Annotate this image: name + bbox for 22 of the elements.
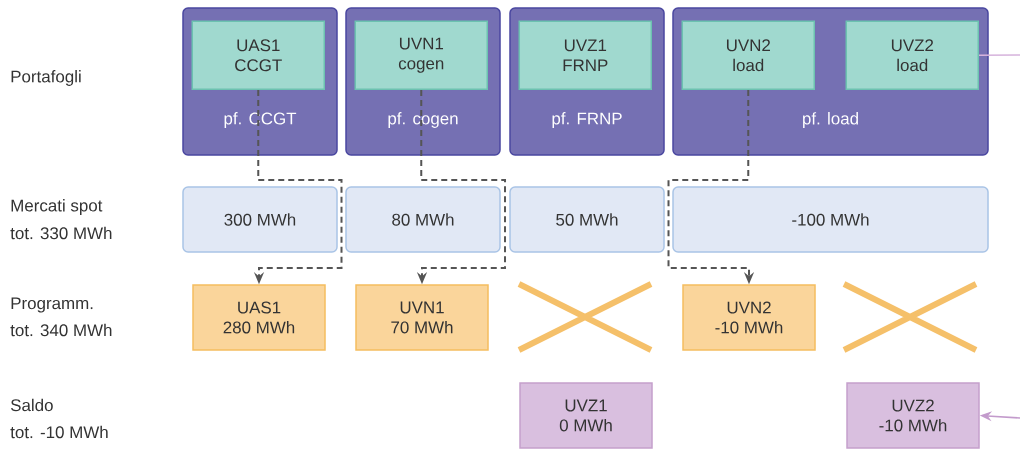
unit-box: UVN2 load (681, 20, 815, 90)
schedule-box: UAS1 280 MWh (192, 284, 326, 351)
schedule-box: UVN2 -10 MWh (682, 284, 816, 351)
row-label: Saldo (10, 398, 53, 412)
schedule-box: UVN1 70 MWh (355, 284, 489, 351)
unit-box: UVN1 cogen (354, 20, 488, 90)
unit-box: UVZ2 load (845, 20, 979, 90)
row-label: Mercati spot (11, 199, 103, 215)
market-box: 80 MWh (345, 186, 501, 253)
market-box: 50 MWh (509, 186, 665, 253)
connector-line (978, 54, 1020, 56)
market-box: -100 MWh (672, 186, 989, 253)
row-label: tot. -10 MWh (10, 425, 108, 439)
balance-box: UVZ2 -10 MWh (846, 382, 980, 449)
balance-box: UVZ1 0 MWh (519, 382, 653, 449)
row-label: tot. 340 MWh (10, 323, 112, 337)
unit-box: UVZ1 FRNP (518, 20, 652, 90)
row-label: Portafogli (11, 70, 81, 86)
row-label: Programm. (11, 297, 93, 313)
row-label: tot. 330 MWh (10, 226, 112, 240)
market-box: 300 MWh (182, 186, 338, 253)
unit-box: UAS1 CCGT (191, 20, 325, 90)
